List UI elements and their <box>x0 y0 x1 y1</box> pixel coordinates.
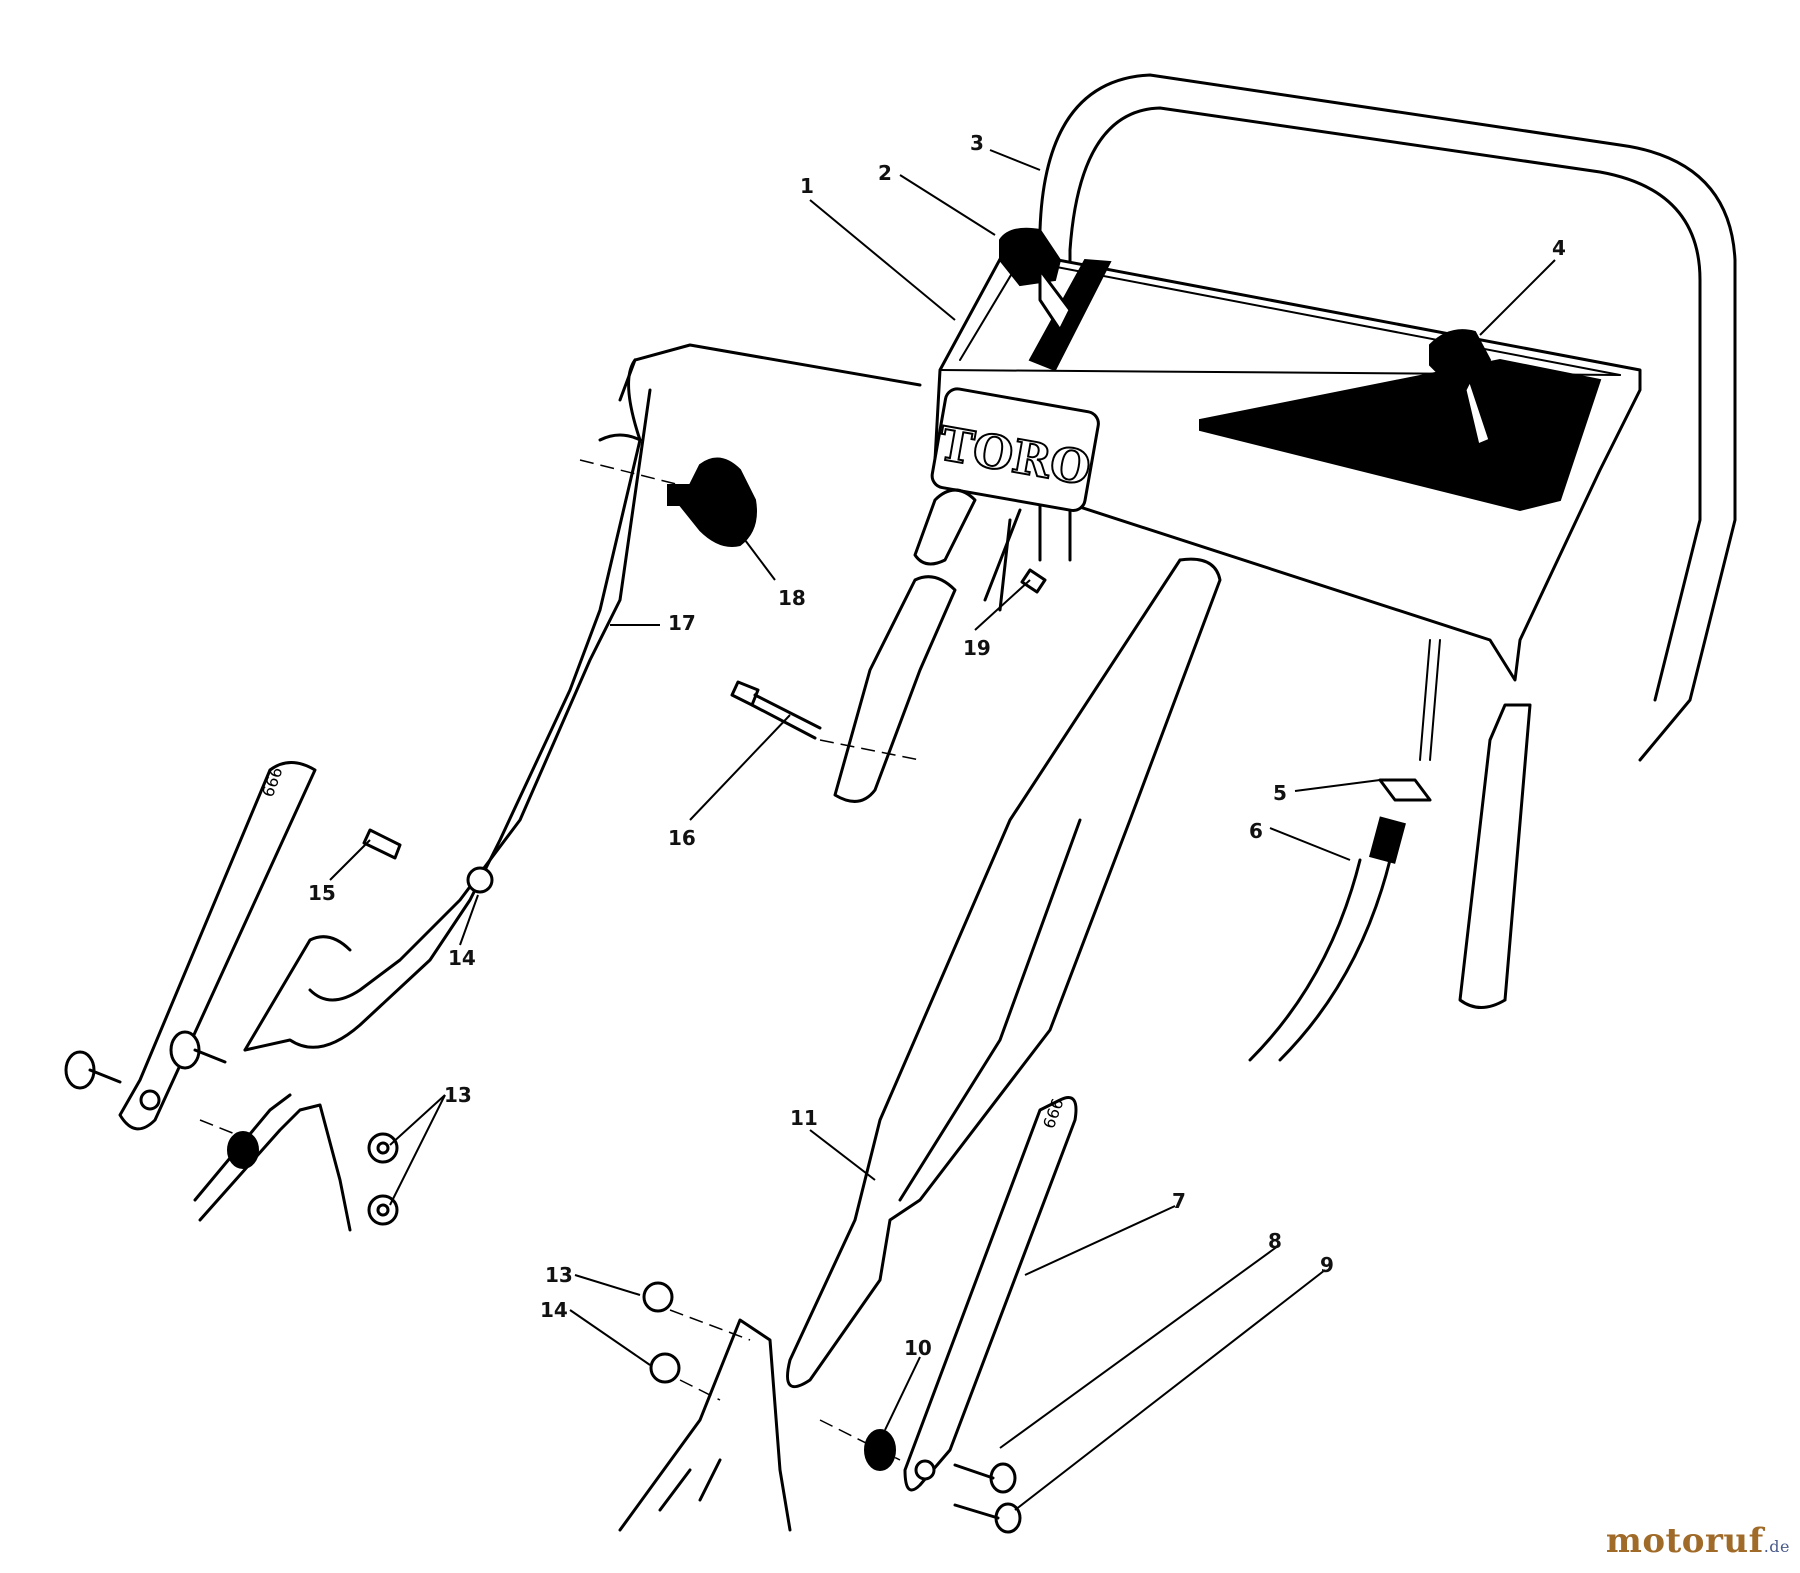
callout-4: 4 <box>1552 236 1566 260</box>
callout-1: 1 <box>800 174 814 198</box>
callout-5: 5 <box>1273 781 1287 805</box>
deck-bracket-left <box>193 1093 352 1232</box>
callout-8: 8 <box>1268 1229 1282 1253</box>
bolt-9 <box>953 1502 1022 1534</box>
alignment-lines <box>199 459 921 1461</box>
callout-7: 7 <box>1172 1189 1186 1213</box>
pin-15 <box>362 828 402 860</box>
control-panel: TORO <box>930 248 1642 682</box>
callout-15: 15 <box>308 881 336 905</box>
clip-5 <box>1378 778 1432 802</box>
callout-14-bottom: 14 <box>540 1298 568 1322</box>
callout-18: 18 <box>778 586 806 610</box>
lower-handle-left <box>243 343 922 1052</box>
callout-10: 10 <box>904 1336 932 1360</box>
callout-6: 6 <box>1249 819 1263 843</box>
right-link: 666 <box>903 1096 1078 1492</box>
deck-bracket-right <box>618 1318 792 1532</box>
watermark-main: motoruf <box>1605 1521 1764 1561</box>
bolt-left-1 <box>64 1050 122 1090</box>
watermark: motoruf.de <box>1606 1521 1790 1561</box>
callout-2: 2 <box>878 161 892 185</box>
callout-3: 3 <box>970 131 984 155</box>
bolt-left-2 <box>169 1030 227 1070</box>
callout-labels: 1 2 3 4 5 6 7 8 9 10 11 13 13 14 14 15 1… <box>308 131 1566 1360</box>
upper-handle <box>1038 73 1737 1009</box>
handle-tube-upper <box>833 488 977 803</box>
callout-9: 9 <box>1320 1253 1334 1277</box>
nut-14-left <box>466 866 494 894</box>
callout-13-left: 13 <box>444 1083 472 1107</box>
handle-knob <box>667 457 757 547</box>
control-knobs <box>999 227 1492 447</box>
nut-13-left-a <box>367 1132 399 1164</box>
callout-leaders <box>329 149 1556 1511</box>
left-link: 666 <box>118 761 317 1131</box>
nut-14-bottom <box>649 1352 681 1384</box>
callout-13-bottom: 13 <box>545 1263 573 1287</box>
callout-16: 16 <box>668 826 696 850</box>
spacer-left <box>227 1131 259 1169</box>
hardware <box>64 568 1432 1534</box>
callout-17: 17 <box>668 611 696 635</box>
screw-19 <box>1020 568 1047 594</box>
cables <box>983 508 1441 1062</box>
watermark-tld: .de <box>1763 1537 1790 1556</box>
bolt-8 <box>953 1462 1017 1494</box>
callout-11: 11 <box>790 1106 818 1130</box>
callout-19: 19 <box>963 636 991 660</box>
callout-14-left: 14 <box>448 946 476 970</box>
lower-handle-right <box>786 557 1222 1389</box>
carriage-bolt-16 <box>730 680 822 740</box>
nut-13-bottom <box>642 1281 674 1313</box>
